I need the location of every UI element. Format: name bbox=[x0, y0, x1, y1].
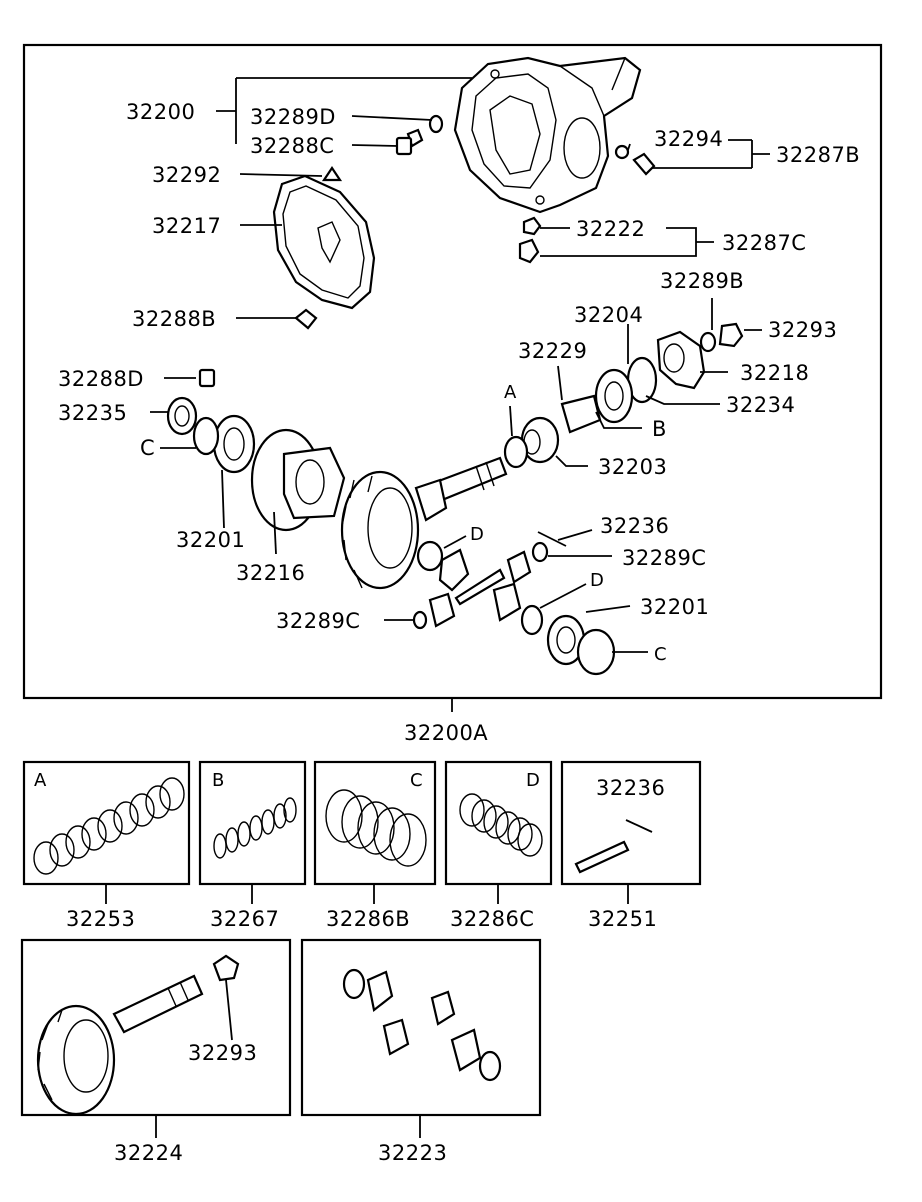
label-32288C: 32288C bbox=[250, 134, 334, 158]
kit-c-number: 32286B bbox=[326, 907, 410, 931]
ring-gear bbox=[340, 470, 448, 590]
set-32224-inner-label: 32293 bbox=[188, 1041, 257, 1065]
label-32200: 32200 bbox=[126, 100, 195, 124]
differential-internals bbox=[412, 531, 616, 676]
label-32201-right: 32201 bbox=[640, 595, 709, 619]
label-32288D: 32288D bbox=[58, 367, 144, 391]
label-C-left: C bbox=[140, 436, 155, 460]
leader-lines bbox=[150, 77, 770, 712]
label-32201-left: 32201 bbox=[176, 528, 245, 552]
kit-c bbox=[313, 760, 437, 886]
kit-32251-inner-label: 32236 bbox=[596, 776, 665, 800]
set-32224-number: 32224 bbox=[114, 1141, 183, 1165]
label-32222: 32222 bbox=[576, 217, 645, 241]
label-32216: 32216 bbox=[236, 561, 305, 585]
label-A: A bbox=[504, 382, 517, 403]
label-32288B: 32288B bbox=[132, 307, 216, 331]
label-32234: 32234 bbox=[726, 393, 795, 417]
set-differential-gears bbox=[300, 938, 542, 1117]
label-32289D: 32289D bbox=[250, 105, 336, 129]
set-ring-pinion bbox=[20, 938, 292, 1117]
label-32292: 32292 bbox=[152, 163, 221, 187]
label-32287B: 32287B bbox=[776, 143, 860, 167]
label-32289C-right: 32289C bbox=[622, 546, 706, 570]
carrier-housing bbox=[453, 56, 642, 214]
differential-case bbox=[166, 396, 346, 532]
differential-cover bbox=[272, 174, 376, 310]
kit-a-letter: A bbox=[34, 770, 47, 791]
label-32287C: 32287C bbox=[722, 231, 806, 255]
kit-a-number: 32253 bbox=[66, 907, 135, 931]
kit-c-letter: C bbox=[410, 770, 423, 791]
pinion-parts bbox=[434, 322, 744, 502]
label-B: B bbox=[652, 417, 667, 441]
label-32289B: 32289B bbox=[660, 269, 744, 293]
kit-d-number: 32286C bbox=[450, 907, 534, 931]
kit-d-letter: D bbox=[526, 770, 540, 791]
label-C-right: C bbox=[654, 644, 667, 665]
label-32235: 32235 bbox=[58, 401, 127, 425]
label-32289C-left: 32289C bbox=[276, 609, 360, 633]
label-D-upper: D bbox=[470, 524, 484, 545]
label-32218: 32218 bbox=[740, 361, 809, 385]
kit-b-letter: B bbox=[212, 770, 224, 791]
kit-a bbox=[22, 760, 191, 886]
label-D-lower: D bbox=[590, 570, 604, 591]
set-32223-number: 32223 bbox=[378, 1141, 447, 1165]
label-32217: 32217 bbox=[152, 214, 221, 238]
label-32229: 32229 bbox=[518, 339, 587, 363]
kit-b-number: 32267 bbox=[210, 907, 279, 931]
label-32204: 32204 bbox=[574, 303, 643, 327]
kit-32251 bbox=[560, 760, 702, 886]
label-32203: 32203 bbox=[598, 455, 667, 479]
label-32236: 32236 bbox=[600, 514, 669, 538]
kit-32251-number: 32251 bbox=[588, 907, 657, 931]
label-32294: 32294 bbox=[654, 127, 723, 151]
upper-hardware bbox=[198, 114, 656, 388]
label-32293: 32293 bbox=[768, 318, 837, 342]
main-assembly-number: 32200A bbox=[404, 721, 488, 745]
